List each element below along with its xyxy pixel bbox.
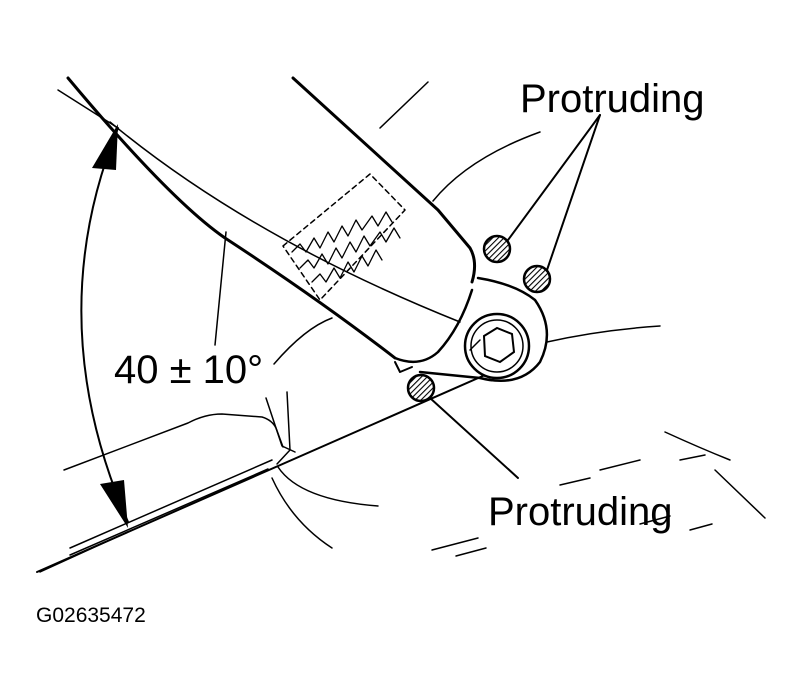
leader-lines	[429, 114, 601, 479]
seat-belt-webbing	[57, 76, 477, 364]
label-protruding-top: Protruding	[520, 77, 705, 121]
anchor-bolt	[394, 276, 549, 382]
label-angle: 40 ± 10°	[114, 348, 263, 392]
protrusion-marker-1	[482, 234, 512, 264]
floor-panel-lines	[36, 81, 766, 573]
protrusion-marker-3	[406, 373, 436, 403]
protrusion-marker-2	[522, 264, 552, 294]
figure-code: G02635472	[36, 604, 146, 627]
arrowhead-bottom	[100, 480, 128, 528]
angle-dimension	[39, 124, 227, 573]
arrowhead-top	[92, 124, 118, 170]
label-protruding-bottom: Protruding	[488, 490, 673, 534]
